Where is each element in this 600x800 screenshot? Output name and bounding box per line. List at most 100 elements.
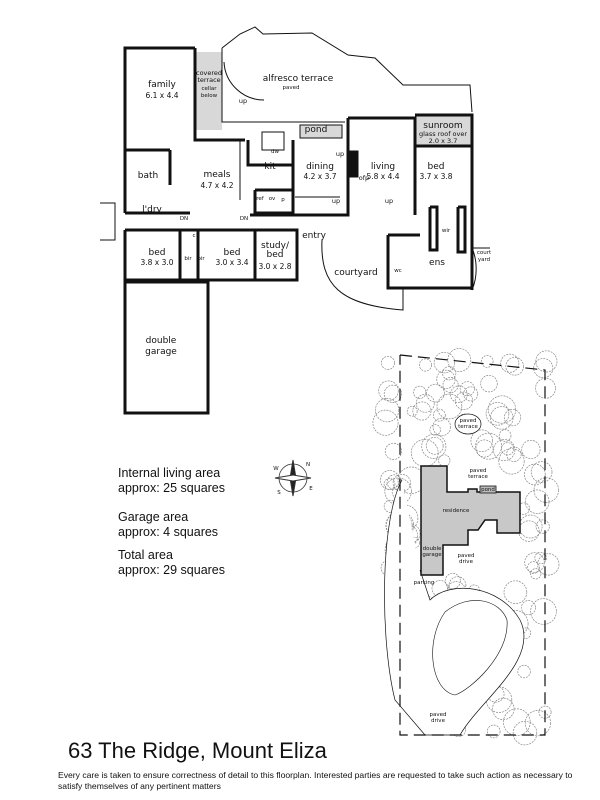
ref-label: ref [256, 196, 264, 202]
tree-icon [492, 697, 515, 721]
tree-icon [442, 377, 459, 393]
tree-icon [384, 442, 402, 460]
room-entry: entry [302, 231, 326, 241]
area-living-label: Internal living area [118, 466, 221, 480]
tree-icon [505, 357, 524, 376]
site-plan [372, 348, 560, 746]
room-bed-master-size: 3.7 x 3.8 [419, 172, 453, 181]
c-label: c [192, 233, 196, 239]
tree-icon [533, 358, 554, 379]
room-bed-2-size: 3.8 x 3.0 [140, 258, 174, 267]
tree-icon [525, 489, 550, 514]
room-dining-size: 4.2 x 3.7 [303, 172, 337, 181]
tree-icon [375, 398, 400, 423]
tree-icon [415, 393, 435, 413]
site-boundary [399, 354, 546, 736]
tree-icon [517, 664, 531, 679]
bir-label-2: bir [197, 256, 205, 262]
dn-label: DN [179, 216, 189, 222]
tree-icon [498, 448, 525, 475]
thin-lines [100, 131, 490, 311]
room-family: family [148, 80, 176, 90]
tree-icon [533, 477, 559, 503]
tree-icon [379, 470, 400, 490]
room-bed-3: bed [223, 248, 241, 258]
room-family-size: 6.1 x 4.4 [145, 91, 179, 100]
ov-label: ov [268, 196, 276, 202]
tree-icon [432, 417, 451, 437]
tree-icon [463, 386, 479, 402]
room-bed-master: bed [427, 162, 445, 172]
tree-icon [490, 406, 514, 430]
compass-w: W [273, 466, 279, 472]
tree-icon [436, 393, 463, 420]
room-dining: dining [306, 162, 334, 172]
tree-icon [537, 553, 560, 576]
dw-label: dw [271, 149, 279, 155]
tree-icon [480, 374, 498, 393]
site-pond [479, 485, 497, 494]
sunroom-fill [416, 116, 472, 146]
compass [274, 459, 312, 497]
site-pond-label: pond [481, 487, 495, 493]
tree-icon [503, 708, 531, 736]
room-bath: bath [137, 171, 159, 181]
site-paved-drive-bottom: paved drive [429, 712, 447, 724]
area-living-value: approx: 25 squares [118, 481, 226, 495]
tree-icon [518, 514, 543, 539]
room-study-size: 3.0 x 2.8 [258, 262, 292, 271]
shaded-areas [196, 52, 472, 146]
tree-icon [426, 383, 445, 403]
tree-icon [524, 710, 551, 737]
tree-icon [501, 609, 529, 638]
room-court-yard: court yard [476, 250, 492, 263]
ofp-label: ofp [358, 174, 370, 182]
p-label: p [281, 197, 285, 203]
tree-icon [535, 519, 550, 534]
up-label: up [238, 97, 248, 105]
tree-icon [535, 350, 558, 373]
dn-label-2: DN [239, 216, 249, 222]
tree-icon [524, 463, 546, 486]
sunroom-note: glass roof over [418, 130, 468, 138]
site-lawn [432, 600, 508, 696]
tree-icon [485, 402, 510, 426]
tree-icon [521, 600, 536, 616]
site-terrace [454, 413, 482, 435]
site-residence-label: residence [442, 508, 470, 514]
alfresco-outline [221, 26, 473, 123]
site-paved-drive: paved drive [457, 553, 475, 565]
wir-label: wir [441, 228, 451, 234]
area-total-label: Total area [118, 548, 173, 562]
walls [123, 46, 474, 415]
tree-icon [429, 424, 441, 436]
room-meals-size: 4.7 x 4.2 [200, 181, 234, 190]
tree-icon [410, 439, 439, 467]
tree-icon [503, 580, 528, 604]
room-ens: ens [429, 258, 445, 268]
tree-icon [493, 438, 516, 462]
room-garage: double garage [145, 336, 177, 357]
tree-icon [383, 384, 402, 403]
tree-icon [432, 408, 446, 422]
tree-icon [412, 401, 432, 421]
tree-icon [530, 568, 542, 580]
tree-icon [444, 573, 461, 589]
tree-icon [475, 439, 494, 458]
area-garage-label: Garage area [118, 510, 189, 524]
tree-icon [425, 436, 444, 455]
room-laundry: l'dry [142, 205, 162, 215]
compass-s: S [277, 490, 281, 496]
room-living-size: 5.8 x 4.4 [366, 172, 400, 181]
tree-icon [381, 355, 395, 370]
tree-icon [413, 385, 427, 399]
tree-icon [384, 477, 412, 505]
tree-icon [470, 429, 494, 453]
area-garage-value: approx: 4 squares [118, 525, 219, 539]
tree-icon [459, 381, 475, 397]
tree-icon [487, 395, 517, 424]
tree-icon [480, 355, 494, 368]
tree-icon [500, 353, 520, 373]
tree-icon [530, 598, 557, 625]
